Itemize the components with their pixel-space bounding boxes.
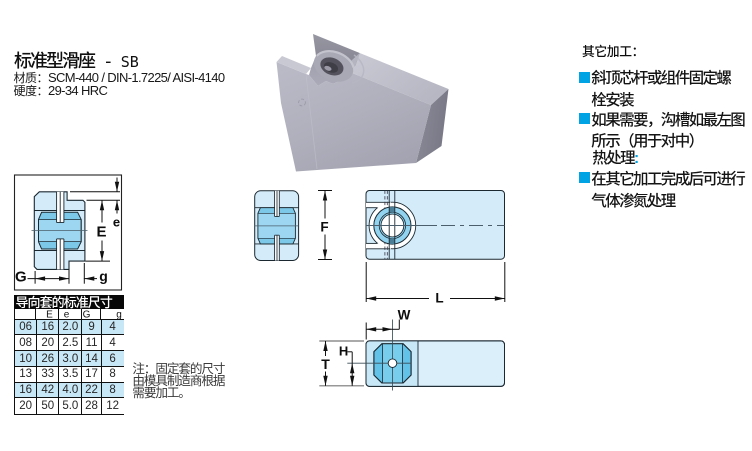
- table-cell: 3.0: [58, 351, 81, 366]
- model-code: SB: [120, 50, 139, 72]
- section-view-drawing: [13, 174, 123, 291]
- side-view-drawing: [254, 190, 332, 261]
- bullet-icon: [578, 71, 590, 83]
- dim-label-g: g: [99, 268, 108, 285]
- table-cell: 10: [19, 352, 32, 365]
- bullet-icon: [578, 172, 590, 184]
- col-label-E: E: [46, 309, 53, 321]
- sidebar-item-line: 栓安装: [591, 88, 634, 111]
- table-cell: 3.5: [58, 366, 81, 382]
- table-cell: 20: [19, 400, 32, 413]
- dim-label-H: H: [338, 343, 349, 359]
- table-cell: 50: [36, 398, 58, 414]
- table-cell: 2.0: [58, 319, 81, 335]
- note-line: 需要加工。: [132, 382, 191, 402]
- sidebar-item-line: 如果需要，沟槽如最左图: [591, 107, 746, 130]
- table-cell: 8: [100, 366, 124, 382]
- table-cell: 20: [36, 335, 58, 351]
- subheading-text: 热处理: [592, 146, 635, 169]
- page-title-text: 标准型滑座 -: [14, 46, 114, 73]
- table-cell: 08: [19, 337, 32, 350]
- material-label: 材质：: [13, 68, 49, 86]
- column-divider: [100, 308, 102, 319]
- table-cell: 12: [100, 398, 124, 414]
- table-cell: 6: [100, 351, 124, 366]
- sidebar-heading: 其它加工：: [582, 40, 644, 60]
- sidebar-item-1: 斜顶芯杆或组件固定螺栓安装: [578, 66, 752, 111]
- front-view-drawing: [319, 319, 505, 391]
- dim-label-T: T: [321, 355, 330, 372]
- table-cell: 5.0: [58, 398, 81, 414]
- column-divider: [57, 308, 59, 319]
- dim-label-F: F: [320, 219, 329, 234]
- table-cell: 42: [36, 382, 58, 398]
- col-label-G: G: [82, 309, 91, 321]
- sidebar-item-2: 如果需要，沟槽如最左图所示（用于对中）: [578, 107, 752, 152]
- sidebar-item-line: 所示（用于对中）: [591, 129, 704, 152]
- top-view-drawing: [365, 190, 506, 302]
- dim-label-E: E: [96, 223, 107, 240]
- hardness-label: 硬度：: [13, 82, 49, 100]
- subheading-colon: :: [634, 146, 639, 169]
- col-label-g: g: [116, 309, 122, 321]
- table-cell: 06: [19, 321, 32, 334]
- sidebar-item-3: 在其它加工完成后可进行气体渗氮处理: [578, 167, 752, 211]
- material-line: 材质：SCM-440 / DIN-1.7225/ AISI-4140: [13, 68, 226, 86]
- table-cell: 11: [81, 335, 100, 351]
- page-title: 标准型滑座 - SB: [14, 46, 139, 73]
- sidebar-subheading: 热处理:: [592, 146, 639, 169]
- hardness-line: 硬度：29-34 HRC: [14, 84, 225, 98]
- part-photo: [276, 34, 449, 172]
- table-cell: 16: [36, 319, 58, 335]
- table-cell: 26: [36, 351, 58, 366]
- table-cell: 14: [81, 351, 100, 366]
- col-label-e: e: [63, 309, 70, 321]
- table-cell: 16: [19, 384, 32, 397]
- sidebar-item-line: 在其它加工完成后可进行: [591, 167, 746, 190]
- table-cell: 2.5: [58, 335, 81, 351]
- dim-label-W: W: [397, 307, 411, 323]
- hardness-value: 29-34 HRC: [48, 83, 108, 99]
- sidebar-item-line: 气体渗氮处理: [591, 188, 676, 211]
- table-title: 导向套的标准尺寸: [14, 294, 124, 309]
- bullet-icon: [578, 113, 590, 125]
- table-cell: 4.0: [58, 382, 81, 398]
- table-cell: 33: [36, 366, 58, 382]
- table-cell: 28: [81, 398, 100, 414]
- column-divider: [35, 308, 37, 319]
- dim-label-G: G: [14, 268, 27, 286]
- table-cell: 4: [100, 319, 124, 335]
- column-divider: [80, 308, 82, 319]
- note-line: 由模具制造商根据: [132, 370, 225, 390]
- sidebar-item-line: 斜顶芯杆或组件固定螺: [591, 66, 732, 89]
- table-cell: 17: [81, 366, 100, 382]
- table-cell: 22: [81, 382, 100, 398]
- table-cell: 8: [100, 382, 124, 398]
- dim-label-L: L: [435, 290, 444, 306]
- spec-block: 材质：SCM-440 / DIN-1.7225/ AISI-4140 硬度：29…: [13, 68, 226, 99]
- table-cell: 13: [19, 368, 32, 381]
- material-value: SCM-440 / DIN-1.7225/ AISI-4140: [48, 69, 225, 85]
- dim-label-e: e: [112, 214, 121, 230]
- note-text: 注：固定套的尺寸由模具制造商根据需要加工。: [132, 361, 225, 402]
- table-header-row: [14, 308, 124, 319]
- table-cell: 4: [100, 335, 124, 351]
- table-cell: 9: [81, 319, 100, 335]
- note-line: 注：固定套的尺寸: [132, 358, 225, 378]
